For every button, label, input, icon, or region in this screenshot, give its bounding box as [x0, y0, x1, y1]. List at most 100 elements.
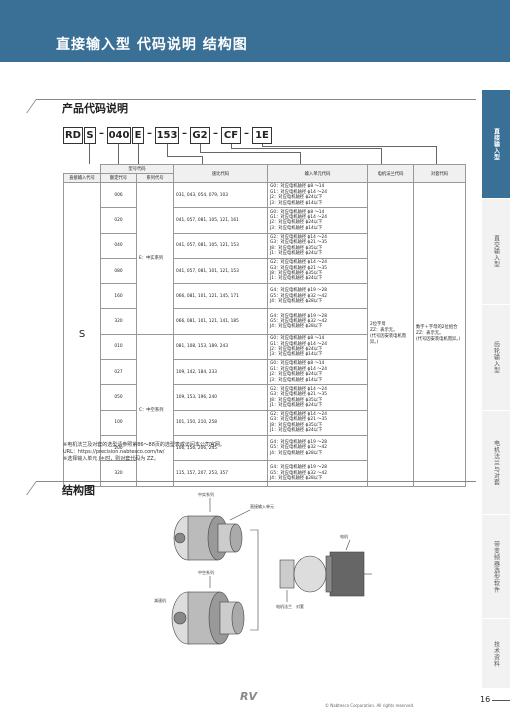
section-title-structure: 结构图	[62, 484, 95, 497]
rated-cell: 040	[100, 232, 137, 259]
note-line: ※选择输入单元 J＊时，则对套代码为 ZZ。	[63, 456, 159, 462]
ratio-cell: 081, 108, 153, 189, 243	[173, 333, 268, 361]
input-unit-line: J2：对应电机轴径 ϕ24以下	[270, 220, 323, 226]
input-unit-line: G1：对应电机轴径 ϕ14 ～24	[270, 189, 327, 195]
input-unit-line: G0：对应电机轴径 ϕ8 ～14	[270, 336, 325, 342]
side-tab-right-angle[interactable]: 直交输入型	[482, 198, 510, 304]
section-title-code: 产品代码说明	[62, 102, 128, 115]
input-unit-line: J8：对应电机轴径 ϕ35以下	[270, 422, 323, 428]
input-unit-line: G3：对应电机轴径 ϕ21 ～35	[270, 265, 327, 271]
motor-flange-cell-line: 2位字母	[370, 322, 386, 328]
col-header: 对套代码	[413, 164, 466, 183]
input-unit-line: G1：对应电机轴径 ϕ14 ～24	[270, 341, 327, 347]
rv-logo: RV	[240, 690, 257, 703]
diagram-label: 中空系列	[198, 569, 214, 575]
code-box: 1E	[252, 127, 272, 144]
sleeve-cell-line: ZZ：表示无。	[416, 331, 444, 337]
code-dash: –	[213, 128, 218, 139]
col-header: 输入单元代码	[267, 164, 368, 183]
code-dash: –	[182, 128, 187, 139]
leader-line	[436, 146, 437, 164]
col-header: 电机法兰代码	[367, 164, 414, 183]
page-rule	[492, 700, 510, 701]
input-unit-line: G2：对应电机轴径 ϕ14 ～24	[270, 412, 327, 417]
rated-cell: 080	[100, 257, 137, 285]
input-unit-line: G3：对应电机轴径 ϕ21 ～35	[270, 240, 327, 246]
input-unit-line: J1：对应电机轴径 ϕ24以下	[270, 428, 323, 434]
code-dash: –	[147, 128, 152, 139]
diagram-label: 对套	[296, 603, 304, 609]
input-unit-line: G2：对应电机轴径 ϕ14 ～24	[270, 386, 327, 392]
input-unit-line: J3：对应电机轴径 ϕ14以下	[270, 352, 323, 358]
input-unit-line: G4：对应电机轴径 ϕ19 ～28	[270, 465, 327, 471]
code-box: E	[132, 127, 144, 144]
input-unit-line: G0：对应电机轴径 ϕ8 ～14	[270, 361, 325, 367]
input-unit-line: G4：对应电机轴径 ϕ19 ～28	[270, 313, 327, 319]
col-header: 系列代号	[136, 173, 174, 183]
ratio-cell: 041, 057, 081, 101, 121, 153	[173, 257, 268, 285]
col-header: 速比代码	[173, 164, 268, 183]
motor-flange-cell-line: (代号因安装电机而异。)	[370, 334, 407, 346]
ratio-cell: 101, 150, 210, 258	[173, 409, 268, 436]
series-cell: E：中实系列	[136, 182, 174, 335]
input-unit-line: J1：对应电机轴径 ϕ24以下	[270, 276, 323, 282]
code-box: 153	[155, 127, 179, 144]
input-unit-line: G0：对应电机轴径 ϕ8 ～14	[270, 209, 325, 215]
leader-line	[262, 146, 436, 147]
side-tab-software[interactable]: 带变频器选型软件	[482, 514, 510, 618]
side-tab-tech-data[interactable]: 技术资料	[482, 618, 510, 688]
leader-line	[202, 156, 203, 164]
side-tab-motor-flange[interactable]: 电机法兰与对套	[482, 410, 510, 514]
input-unit-line: J1：对应电机轴径 ϕ24以下	[270, 402, 323, 408]
leader-line	[89, 144, 90, 164]
side-tab-gear-input[interactable]: 齿轮输入型	[482, 304, 510, 410]
input-unit-line: G5：对应电机轴径 ϕ32 ～42	[270, 470, 327, 476]
sleeve-cell-line: (代号因安装电机而异。)	[416, 337, 461, 343]
diagram-label: 减速机	[154, 597, 166, 603]
input-unit-line: G3：对应电机轴径 ϕ21 ～35	[270, 392, 327, 398]
code-box: S	[84, 127, 96, 144]
input-unit-line: J1：对应电机轴径 ϕ24以下	[270, 251, 323, 257]
leader-line	[200, 144, 201, 152]
input-unit-line: G1：对应电机轴径 ϕ14 ～24	[270, 366, 327, 372]
input-unit-line: J4：对应电机轴径 ϕ28以下	[270, 324, 323, 330]
code-box: 040	[107, 127, 131, 144]
input-unit-line: J8：对应电机轴径 ϕ35以下	[270, 271, 323, 277]
input-unit-line: J3：对应电机轴径 ϕ14以下	[270, 377, 323, 383]
input-unit-line: J3：对应电机轴径 ϕ14以下	[270, 225, 323, 231]
input-unit-line: J8：对应电机轴径 ϕ35以下	[270, 245, 323, 251]
page-title: 直接输入型 代码说明 结构图	[56, 37, 248, 53]
leader-line	[167, 144, 168, 156]
side-tab-direct-input[interactable]: 直接输入型	[482, 90, 510, 198]
leader-line	[138, 144, 139, 164]
diagram-label: 中实系列	[198, 491, 214, 497]
input-unit-line: J2：对应电机轴径 ϕ24以下	[270, 346, 323, 352]
structure-diagram: 中实系列 中空系列 直接输入单元 减速机 电机 电机法兰 对套	[154, 491, 372, 645]
motor-flange-cell-line: ZZ：表示无。	[370, 328, 398, 334]
header-bar	[0, 0, 510, 62]
note-link[interactable]: URL：https://precision.nabtesco.com/tw/	[63, 449, 165, 455]
page-number: 16	[480, 695, 491, 704]
diagram-label: 电机	[340, 533, 348, 539]
input-unit-line: G5：对应电机轴径 ϕ32 ～42	[270, 445, 327, 451]
notes: ※电机法兰及对套的选型请参照第86～88页的选型表或访问本公司官网。 URL：h…	[63, 442, 225, 463]
group-header: 型号代码	[100, 164, 174, 174]
leader-line	[200, 152, 300, 153]
